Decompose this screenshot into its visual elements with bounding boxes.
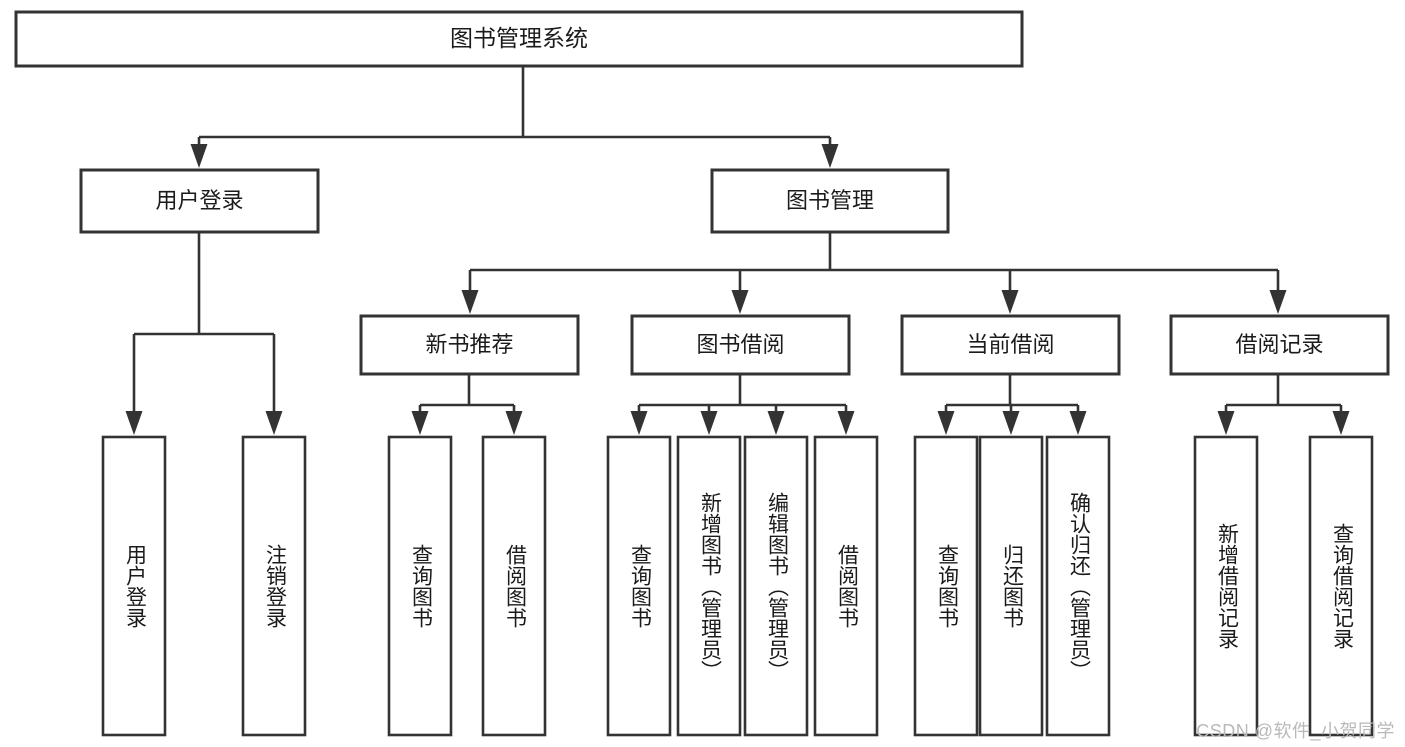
arrow-to-user-login-head (190, 144, 208, 168)
node-leaf-return-book[interactable] (978, 435, 1044, 737)
arrow-to-leaf-add-record-head (1217, 411, 1235, 435)
node-leaf-borrow-book-1[interactable] (481, 435, 547, 737)
node-leaf-query-book-1[interactable] (387, 435, 453, 737)
arrow-to-leaf-query-book-1-head (411, 411, 429, 435)
node-label-user-login: 用户登录 (155, 188, 243, 213)
arrow-to-leaf-return-book (1002, 405, 1020, 435)
node-box-leaf-query-record[interactable] (1308, 435, 1374, 737)
arrow-to-leaf-borrow-book-2 (837, 405, 855, 435)
node-box-leaf-query-book-1[interactable] (387, 435, 453, 737)
arrow-to-borrow-record (1269, 270, 1287, 314)
node-box-leaf-borrow-book-1[interactable] (481, 435, 547, 737)
node-leaf-confirm-return[interactable] (1045, 435, 1111, 737)
arrow-to-book-manage-head (821, 144, 839, 168)
node-box-leaf-return-book[interactable] (978, 435, 1044, 737)
node-leaf-add-book[interactable] (676, 435, 742, 737)
node-box-leaf-logout[interactable] (241, 435, 307, 737)
node-leaf-edit-book[interactable] (743, 435, 809, 737)
node-user-login[interactable] (79, 168, 320, 234)
node-box-leaf-borrow-book-2[interactable] (813, 435, 879, 737)
user-login-bus (134, 232, 274, 336)
node-label-root: 图书管理系统 (450, 25, 588, 51)
node-leaf-user-login[interactable] (101, 435, 167, 737)
node-label-book-borrow: 图书借阅 (696, 332, 784, 357)
arrow-to-leaf-confirm-return-head (1069, 411, 1087, 435)
node-box-book-borrow[interactable] (630, 314, 851, 376)
arrow-to-leaf-edit-book (767, 405, 785, 435)
node-box-new-book-rec[interactable] (359, 314, 580, 376)
arrow-to-leaf-add-book (700, 405, 718, 435)
node-leaf-add-record[interactable] (1193, 435, 1259, 737)
arrow-to-new-book-rec (461, 270, 479, 314)
current-borrow-bus (946, 374, 1078, 407)
arrow-to-leaf-borrow-book-2-head (837, 411, 855, 435)
arrow-to-leaf-query-record (1332, 405, 1350, 435)
node-box-current-borrow[interactable] (900, 314, 1121, 376)
node-root[interactable] (14, 10, 1024, 68)
new-book-bus (420, 374, 514, 407)
arrow-to-leaf-edit-book-head (767, 411, 785, 435)
node-leaf-query-book-2[interactable] (606, 435, 672, 737)
arrow-to-leaf-borrow-book-1 (505, 405, 523, 435)
node-box-leaf-query-book-2[interactable] (606, 435, 672, 737)
arrow-to-current-borrow-head (1001, 290, 1019, 314)
arrow-to-current-borrow (1001, 270, 1019, 314)
node-box-leaf-edit-book[interactable] (743, 435, 809, 737)
borrow-record-bus (1226, 374, 1341, 407)
book-borrow-bus (639, 374, 846, 407)
book-manage-bus (470, 232, 1278, 272)
node-leaf-borrow-book-2[interactable] (813, 435, 879, 737)
arrow-to-leaf-query-book-3-head (937, 411, 955, 435)
arrow-to-leaf-user-login (125, 334, 143, 435)
node-book-manage[interactable] (710, 168, 950, 234)
node-box-root[interactable] (14, 10, 1024, 68)
node-current-borrow[interactable] (900, 314, 1121, 376)
arrow-to-leaf-add-book-head (700, 411, 718, 435)
node-box-leaf-user-login[interactable] (101, 435, 167, 737)
arrow-to-leaf-query-book-1 (411, 405, 429, 435)
edge-layer (125, 66, 1350, 435)
arrow-to-leaf-query-book-2-head (630, 411, 648, 435)
node-box-borrow-record[interactable] (1169, 314, 1390, 376)
arrow-to-user-login (190, 137, 208, 168)
arrow-to-leaf-borrow-book-1-head (505, 411, 523, 435)
arrow-to-leaf-add-record (1217, 405, 1235, 435)
node-box-leaf-query-book-3[interactable] (913, 435, 979, 737)
arrow-to-new-book-rec-head (461, 290, 479, 314)
node-label-new-book-rec: 新书推荐 (425, 332, 513, 357)
node-book-borrow[interactable] (630, 314, 851, 376)
arrow-to-leaf-confirm-return (1069, 405, 1087, 435)
root-bus (199, 66, 830, 139)
arrow-to-leaf-query-book-2 (630, 405, 648, 435)
arrow-to-leaf-logout (265, 334, 283, 435)
node-box-leaf-confirm-return[interactable] (1045, 435, 1111, 737)
node-label-book-manage: 图书管理 (786, 188, 874, 213)
node-borrow-record[interactable] (1169, 314, 1390, 376)
arrow-to-leaf-query-record-head (1332, 411, 1350, 435)
node-leaf-query-book-3[interactable] (913, 435, 979, 737)
node-new-book-rec[interactable] (359, 314, 580, 376)
arrow-to-leaf-query-book-3 (937, 405, 955, 435)
node-box-user-login[interactable] (79, 168, 320, 234)
node-leaf-logout[interactable] (241, 435, 307, 737)
node-box-leaf-add-record[interactable] (1193, 435, 1259, 737)
arrow-to-leaf-return-book-head (1002, 411, 1020, 435)
watermark-text: CSDN @软件_小贺同学 (1196, 721, 1395, 741)
arrow-to-book-borrow-head (731, 290, 749, 314)
arrow-to-leaf-user-login-head (125, 411, 143, 435)
node-label-current-borrow: 当前借阅 (966, 332, 1054, 357)
node-box-leaf-add-book[interactable] (676, 435, 742, 737)
arrow-to-book-borrow (731, 270, 749, 314)
arrow-to-borrow-record-head (1269, 290, 1287, 314)
node-box-book-manage[interactable] (710, 168, 950, 234)
arrow-to-book-manage (821, 137, 839, 168)
arrow-to-leaf-logout-head (265, 411, 283, 435)
node-label-borrow-record: 借阅记录 (1235, 332, 1323, 357)
node-leaf-query-record[interactable] (1308, 435, 1374, 737)
